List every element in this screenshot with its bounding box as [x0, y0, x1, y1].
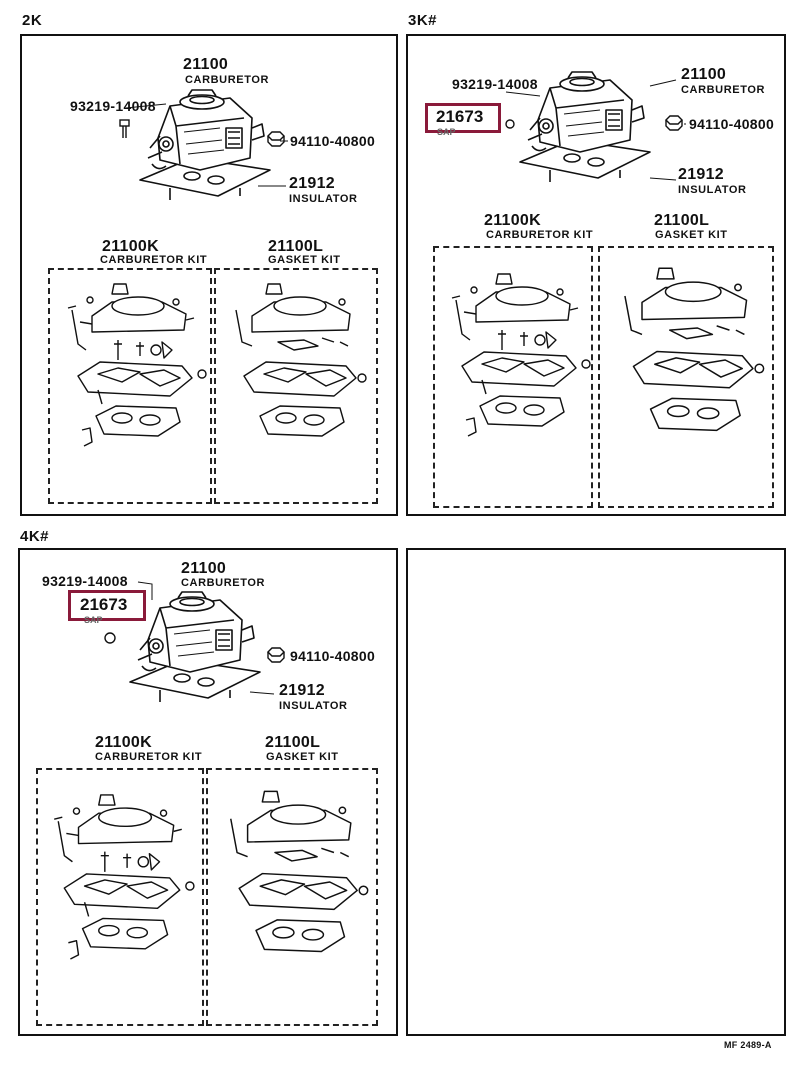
highlight-number-3k: 21673 [436, 107, 484, 126]
panel-2k [20, 34, 398, 516]
section-label-3k: 3K# [408, 12, 438, 29]
kit-number-3k: 21100K [484, 212, 541, 229]
kit-number-2k: 21100K [102, 238, 159, 255]
bolt-number-2k: 93219-14008 [70, 98, 156, 114]
carb-name-2k: CARBURETOR [185, 74, 270, 86]
gasket-box-2k [214, 268, 378, 504]
insulator-number-4k: 21912 [279, 682, 325, 699]
gasket-number-4k: 21100L [265, 734, 321, 751]
kit-name-3k: CARBURETOR KIT [486, 229, 594, 241]
carb-number-2k: 21100 [183, 56, 229, 73]
carb-name-4k: CARBURETOR [181, 577, 266, 589]
carb-number-3k: 21100 [681, 66, 727, 83]
kit-parts-drawing-4k [53, 794, 195, 960]
gasket-name-3k: GASKET KIT [655, 229, 728, 241]
kit-box-4k [36, 768, 204, 1026]
gasket-box-4k [206, 768, 378, 1026]
highlight-number-4k: 21673 [80, 595, 128, 614]
gasket-number-2k: 21100L [268, 238, 324, 255]
highlight-name-3k: SAP [437, 127, 456, 137]
gasket-box-3k [598, 246, 774, 508]
insulator-name-3k: INSULATOR [678, 184, 747, 196]
nut-number-3k: 94110-40800 [689, 116, 775, 132]
kit-name-2k: CARBURETOR KIT [100, 254, 208, 266]
nut-number-4k: 94110-40800 [290, 648, 376, 664]
figure-code: MF 2489-A [724, 1040, 772, 1050]
nut-number-2k: 94110-40800 [290, 133, 376, 149]
gasket-name-4k: GASKET KIT [266, 751, 339, 763]
panel-empty [406, 548, 786, 1036]
gasket-parts-drawing-4k [230, 790, 369, 953]
carb-name-3k: CARBURETOR [681, 84, 766, 96]
highlight-box-3k [425, 103, 501, 133]
insulator-name-4k: INSULATOR [279, 700, 348, 712]
gasket-number-3k: 21100L [654, 212, 710, 229]
bolt-number-3k: 93219-14008 [452, 76, 538, 92]
insulator-number-2k: 21912 [289, 175, 335, 192]
panel-4k [18, 548, 398, 1036]
kit-box-2k [48, 268, 212, 504]
insulator-name-2k: INSULATOR [289, 193, 358, 205]
section-label-2k: 2K [22, 12, 43, 29]
highlight-name-4k: SAP [84, 615, 103, 625]
section-label-4k: 4K# [20, 528, 50, 545]
insulator-number-3k: 21912 [678, 166, 724, 183]
kit-name-4k: CARBURETOR KIT [95, 751, 203, 763]
highlight-box-4k [68, 590, 146, 621]
kit-number-4k: 21100K [95, 734, 152, 751]
panel-3k [406, 34, 786, 516]
bolt-number-4k: 93219-14008 [42, 573, 128, 589]
kit-box-3k [433, 246, 593, 508]
carb-number-4k: 21100 [181, 560, 227, 577]
gasket-name-2k: GASKET KIT [268, 254, 341, 266]
